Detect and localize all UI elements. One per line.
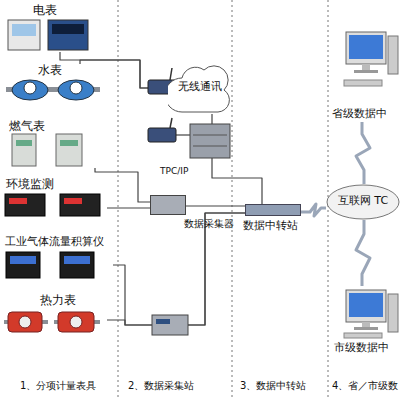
flow-integrator-icon — [6, 252, 40, 278]
monitor-base — [354, 327, 378, 330]
column-caption: 4、省／市级数 — [332, 380, 398, 392]
monitor-stand — [362, 322, 370, 327]
monitor-icon — [346, 32, 386, 64]
collector-panel — [156, 319, 170, 324]
monitor-screen — [349, 35, 383, 59]
signal-wire — [107, 213, 245, 325]
node-label: 互联网 TC — [326, 195, 400, 208]
meter-screen — [64, 256, 90, 264]
wire — [176, 134, 190, 135]
column-caption: 1、分项计量表具 — [20, 380, 96, 392]
column-caption: 3、数据中转站 — [240, 380, 306, 392]
water-meter-icon — [58, 80, 94, 100]
meter-dial — [24, 82, 36, 94]
meter-screen — [16, 140, 32, 146]
meter-group: 水表 — [3, 64, 105, 104]
monitor-unit-icon — [5, 194, 45, 216]
data-center-pc: 省级数据中 — [330, 28, 400, 122]
monitor-stand — [362, 64, 370, 70]
gas-meter-icon — [56, 134, 82, 166]
monitor-unit-icon — [60, 194, 100, 216]
pc-tower — [388, 294, 398, 332]
meter-group: 燃气表 — [3, 118, 103, 168]
network-link — [356, 220, 370, 286]
column-separator — [232, 0, 233, 400]
electric-meter-icon — [8, 20, 40, 50]
signal-wire — [95, 168, 150, 202]
data-center-pc: 市级数据中 — [330, 286, 400, 356]
network-link — [301, 204, 326, 216]
network-link — [356, 122, 370, 184]
node-label: 电表 — [33, 4, 57, 18]
electric-meter-icon — [48, 20, 88, 50]
node-label: 燃气表 — [9, 120, 45, 134]
keyboard — [344, 333, 382, 338]
flow-integrator-icon — [60, 252, 94, 278]
node-label: 无线通讯 — [168, 81, 232, 94]
monitor-screen — [349, 293, 383, 317]
node-label: 工业气体流量积算仪 — [5, 236, 104, 249]
ellipse-shape — [327, 185, 399, 219]
gas-meter-icon — [12, 134, 36, 166]
signal-wire — [107, 207, 150, 208]
node-label: 环境监测 — [6, 178, 54, 192]
node-label: 市级数据中 — [334, 342, 389, 355]
led-digits — [64, 198, 82, 204]
led-digits — [9, 198, 27, 204]
meter-group: 工业气体流量积算仪 — [3, 234, 113, 280]
meter-dial — [70, 316, 82, 328]
meter-screen — [60, 140, 78, 146]
rack-unit-icon — [190, 124, 230, 158]
data-collector: 数据采集器 — [150, 195, 186, 215]
meter-screen — [10, 256, 36, 264]
meter-screen — [52, 24, 84, 34]
signal-wire — [186, 205, 245, 206]
node-label: 热力表 — [40, 294, 76, 308]
pc-tower — [388, 36, 398, 74]
meter-dial — [19, 316, 31, 328]
heat-meter-icon — [58, 312, 94, 332]
signal-wire — [113, 213, 245, 325]
heat-meter-icon — [8, 312, 42, 332]
rack-slot — [193, 135, 227, 136]
node-label: 省级数据中 — [332, 108, 387, 121]
protocol-label: TPC/IP — [160, 166, 188, 176]
meter-group: 热力表 — [3, 292, 107, 348]
node-label: 水表 — [38, 64, 62, 78]
rack-slot — [193, 146, 227, 147]
collector-icon — [152, 315, 188, 335]
monitor-icon — [346, 290, 386, 322]
wireless-cloud: 无线通讯 — [168, 62, 232, 114]
antenna — [170, 118, 172, 128]
wireless-modem-icon — [148, 128, 176, 142]
node-label: 数据中转站 — [243, 220, 298, 233]
column-separators — [118, 0, 328, 400]
connector-layer — [60, 52, 370, 325]
antenna — [170, 68, 172, 80]
column-caption: 2、数据采集站 — [128, 380, 194, 392]
monitor-base — [354, 70, 378, 73]
meter-group: 电表 — [3, 2, 95, 52]
keyboard — [344, 80, 382, 86]
meter-group: 环境监测 — [3, 176, 107, 218]
meter-dial — [70, 82, 82, 94]
water-meter-icon — [12, 80, 48, 100]
device-icons — [4, 20, 398, 338]
data-switch: 数据中转站 — [245, 204, 301, 216]
node-label: 数据采集器 — [184, 218, 234, 230]
internet-cloud: 互联网 TC — [326, 184, 400, 220]
meter-screen — [12, 24, 36, 36]
